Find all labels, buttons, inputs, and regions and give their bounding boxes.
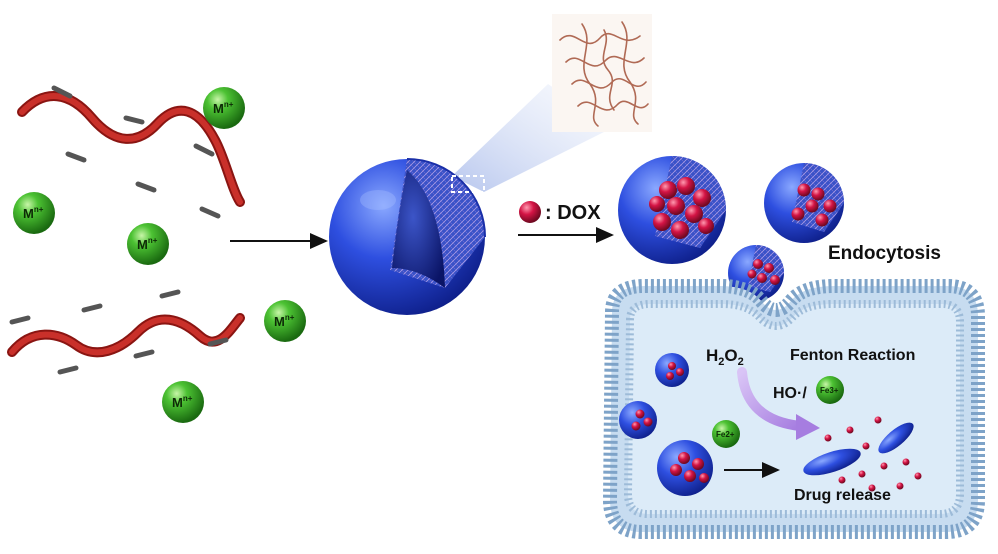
hydroxyl-radical-label: HO·/ [773,385,807,402]
fenton-arrow-head [796,414,820,440]
metal-ion: Mn+ [127,223,169,265]
loaded-sphere-small [728,245,784,301]
svg-text:Mn+: Mn+ [274,313,295,329]
fe3-ion: Fe3+ [816,376,844,404]
endocytosis-label: Endocytosis [828,243,941,264]
loaded-sphere-large [618,156,726,264]
dox-label: : DOX [545,202,601,224]
fenton-reaction-label: Fenton Reaction [790,347,915,364]
internalized-sphere [657,440,713,496]
metal-ion: Mn+ [162,381,204,423]
degraded-carrier-fragment [878,422,914,454]
svg-text:Mn+: Mn+ [137,236,158,252]
internalized-sphere [655,353,689,387]
h2o2-label: H2O2 [706,346,744,368]
fe2-ion: Fe2+ [712,420,740,448]
polymer-network-inset [552,14,652,132]
charge-dashes-top [51,85,221,219]
degraded-carrier-fragment [803,448,861,476]
loaded-sphere-medium [764,163,844,243]
fenton-curved-arrow [737,367,805,431]
released-dox-molecules [824,416,922,492]
drug-release-label: Drug release [794,487,891,504]
dox-molecule-icon [519,201,541,223]
polymer-chain-bottom [7,313,245,358]
svg-text:Mn+: Mn+ [213,100,234,116]
metal-ion: Mn+ [203,87,245,129]
svg-text:Mn+: Mn+ [23,205,44,221]
internalized-sphere [619,401,657,439]
metal-ion: Mn+ [264,300,306,342]
nanocarrier-sphere [329,158,486,315]
svg-text:Mn+: Mn+ [172,394,193,410]
svg-text:Fe3+: Fe3+ [820,386,839,395]
dox-legend: : DOX [519,201,601,224]
charge-dashes-bottom [9,289,229,375]
polymer-chain-top [17,91,245,207]
metal-ion: Mn+ [13,192,55,234]
svg-text:Fe2+: Fe2+ [716,430,735,439]
